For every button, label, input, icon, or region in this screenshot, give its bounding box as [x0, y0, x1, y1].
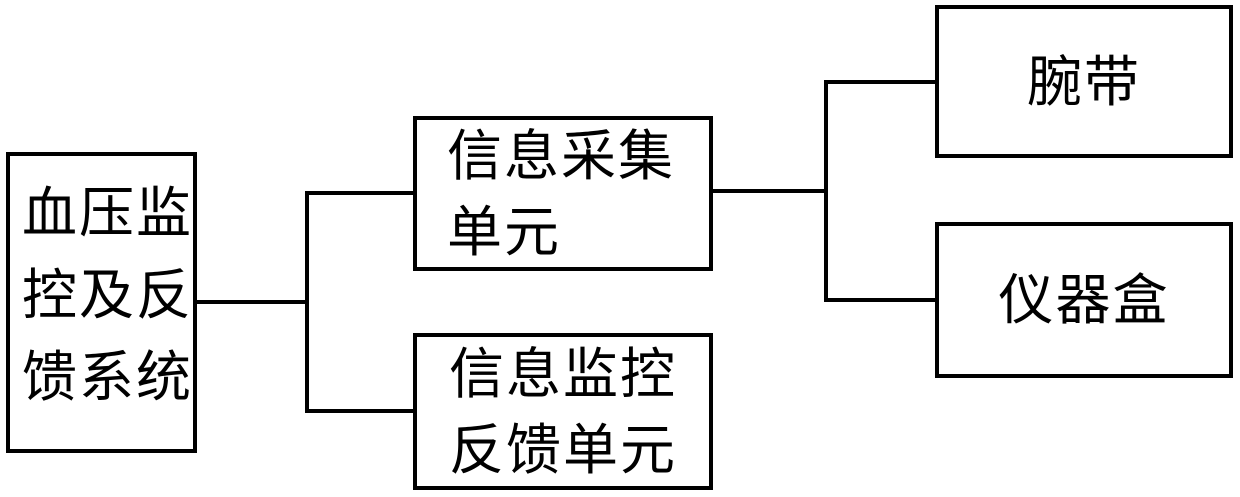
node-collection-unit-label-line: 信息采集	[447, 123, 676, 188]
node-collection-unit-label-line: 单元	[447, 199, 562, 264]
node-instrument-box-label: 仪器盒	[998, 268, 1170, 332]
node-monitor-feedback-unit: 信息监控 反馈单元	[413, 333, 713, 490]
connector-trunk-to-collection-unit	[305, 191, 413, 195]
node-system-label-line: 馈系统	[22, 345, 194, 409]
connector-right-trunk	[824, 80, 828, 302]
node-system-label-line: 控及反	[22, 263, 194, 327]
node-wristband-label: 腕带	[1026, 49, 1141, 114]
connector-trunk-to-monitor-unit	[305, 409, 413, 413]
connector-left-trunk	[305, 191, 309, 413]
node-collection-unit: 信息采集 单元	[413, 116, 713, 271]
node-instrument-box: 仪器盒	[935, 222, 1233, 378]
connector-collection-to-right-trunk	[712, 189, 826, 193]
node-monitor-feedback-unit-label-line: 信息监控	[449, 341, 678, 406]
connector-system-to-left-trunk	[196, 300, 309, 304]
connector-trunk-to-wristband	[824, 80, 935, 84]
node-system: 血压监 控及反 馈系统	[6, 152, 197, 453]
connector-trunk-to-instrument-box	[824, 298, 935, 302]
node-wristband: 腕带	[935, 5, 1233, 158]
node-system-label-line: 血压监	[22, 181, 194, 245]
node-monitor-feedback-unit-label-line: 反馈单元	[449, 417, 678, 482]
